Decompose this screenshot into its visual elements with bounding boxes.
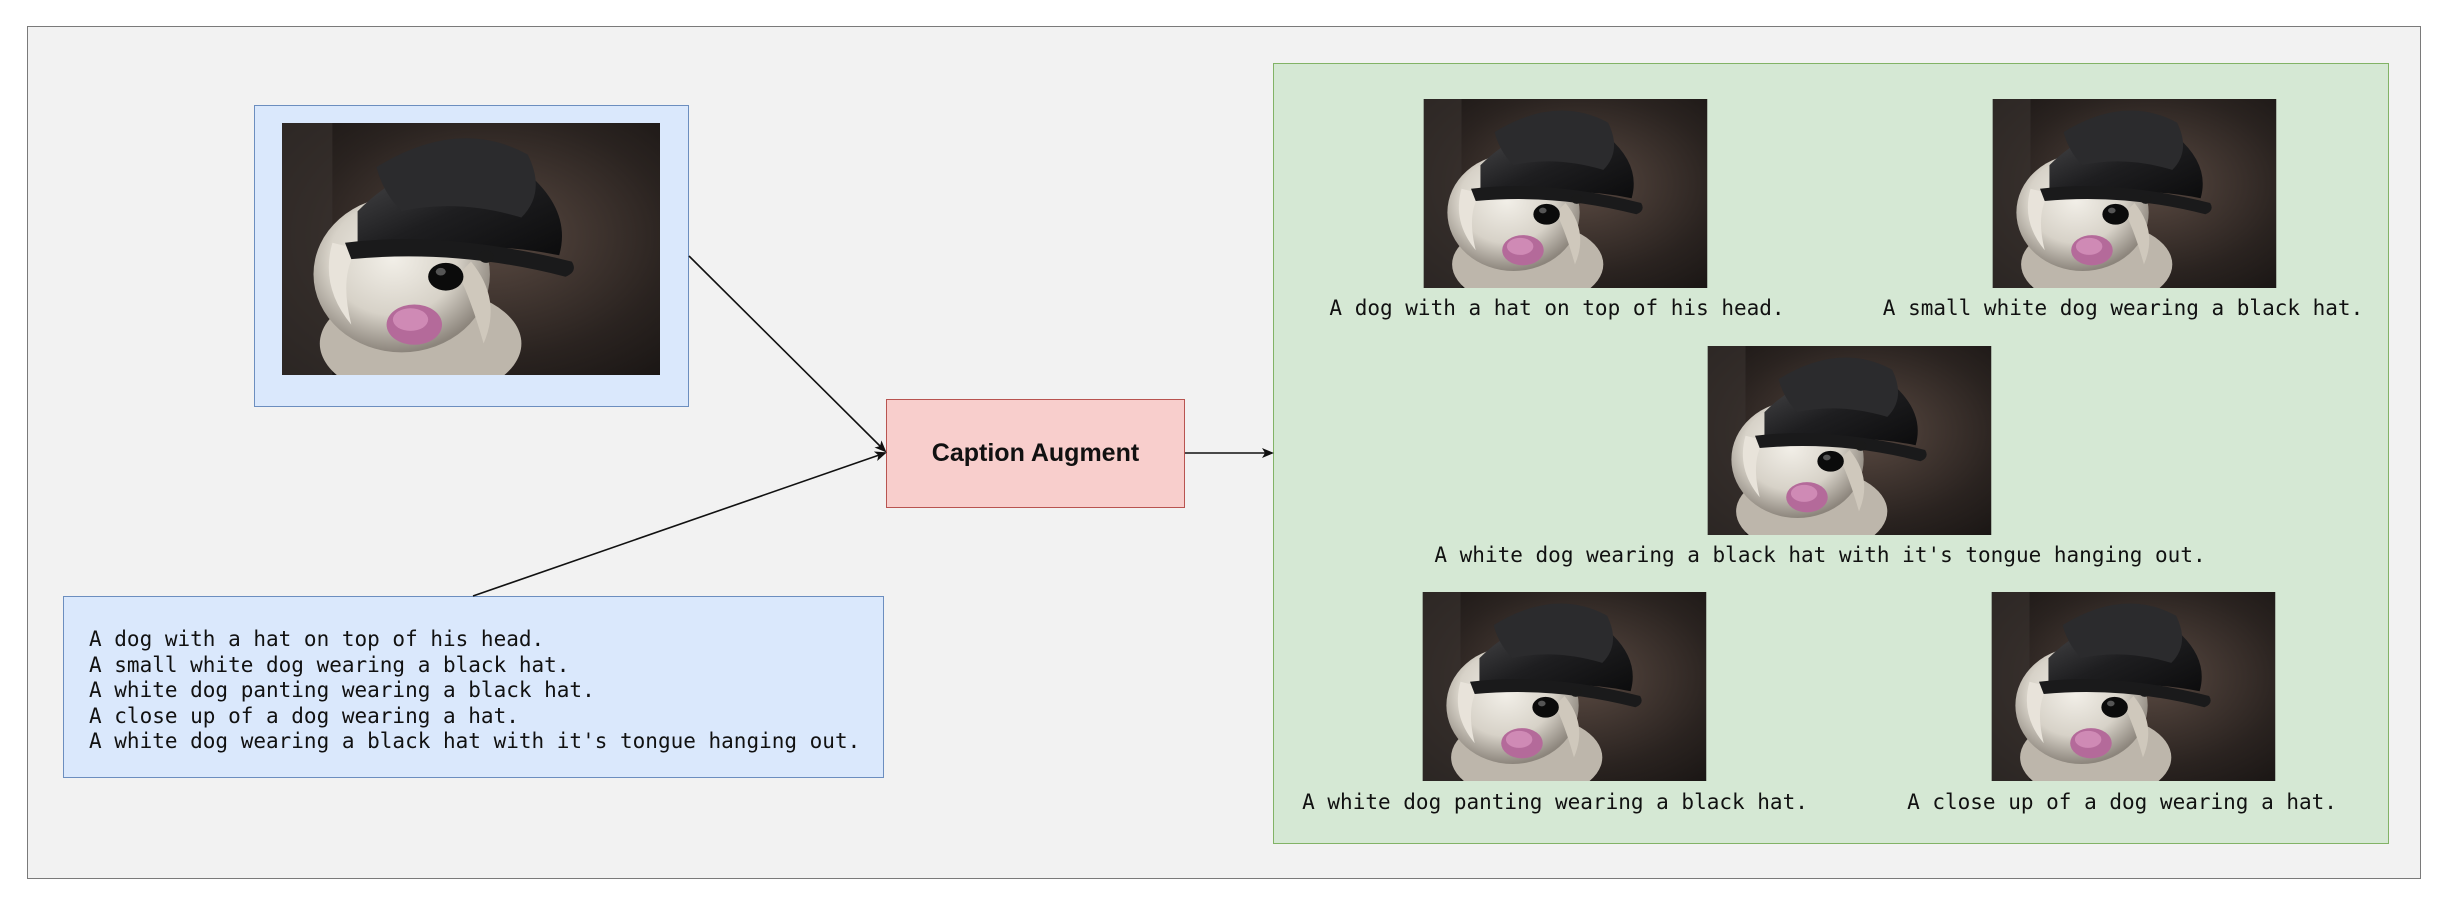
- input-caption: A close up of a dog wearing a hat.: [89, 703, 519, 728]
- caption-augment-label: Caption Augment: [931, 439, 1140, 467]
- input-captions-box: A dog with a hat on top of his head. A s…: [63, 596, 884, 778]
- output-caption: A small white dog wearing a black hat.: [1882, 296, 2364, 320]
- input-image-frame: [254, 105, 689, 407]
- output-caption: A white dog wearing a black hat with it'…: [1434, 543, 2206, 567]
- output-caption: A dog with a hat on top of his head.: [1329, 296, 1785, 320]
- input-caption: A white dog wearing a black hat with it'…: [89, 729, 861, 753]
- input-caption: A dog with a hat on top of his head.: [89, 627, 545, 651]
- image-to-augment-arrow: [688, 255, 887, 453]
- input-caption: A small white dog wearing a black hat.: [89, 652, 570, 677]
- captions-to-augment-arrow: [472, 451, 887, 597]
- output-caption: A close up of a dog wearing a hat.: [1907, 790, 2337, 814]
- augmented-output-panel: A dog with a hat on top of his head. A s…: [1273, 63, 2389, 844]
- input-caption: A white dog panting wearing a black hat.: [89, 678, 595, 702]
- output-caption: A white dog panting wearing a black hat.: [1302, 790, 1808, 814]
